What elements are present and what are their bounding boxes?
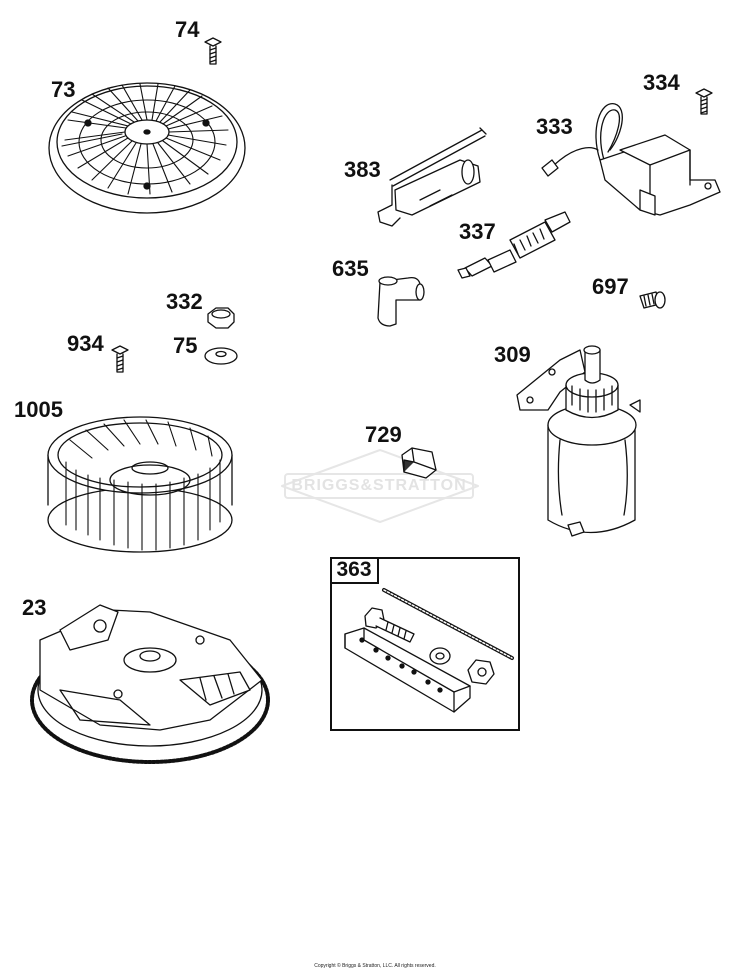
callout-337: 337: [459, 219, 496, 244]
kit-363-contents: [344, 588, 514, 713]
ground-wire-383: [377, 127, 487, 227]
callout-309: 309: [494, 342, 531, 367]
spark-plug-boot-635: [377, 276, 425, 327]
callout-23: 23: [22, 595, 47, 620]
washer-75: [204, 347, 238, 365]
callout-333: 333: [536, 114, 573, 139]
screw-697: [639, 291, 666, 309]
screw-334: [695, 88, 713, 115]
callout-334: 334: [643, 70, 680, 95]
starter-motor-309: [516, 345, 641, 537]
callout-74: 74: [175, 17, 200, 42]
callout-73: 73: [51, 77, 76, 102]
callout-697: 697: [592, 274, 629, 299]
ignition-armature-333: [541, 103, 721, 216]
kit-box-frame: [330, 557, 520, 731]
copyright-notice: Copyright © Briggs & Stratton, LLC. All …: [314, 963, 436, 969]
callout-729: 729: [365, 422, 402, 447]
callout-635: 635: [332, 256, 369, 281]
callout-383: 383: [344, 157, 381, 182]
callout-75: 75: [173, 333, 198, 358]
screw-934: [111, 345, 129, 373]
clip-729: [401, 447, 437, 479]
bolt-74: [204, 37, 222, 65]
spark-plug-337: [457, 211, 571, 279]
nut-332: [207, 307, 235, 329]
flywheel-23: [30, 604, 270, 764]
fan-1005: [47, 416, 233, 553]
brand-watermark: BRIGGS&STRATTON: [291, 477, 467, 494]
callout-332: 332: [166, 289, 203, 314]
callout-934: 934: [67, 331, 104, 356]
brand-logo-diamond: [281, 449, 479, 523]
callout-363: 363: [331, 558, 379, 584]
fan-screen-73: [48, 82, 246, 214]
callout-1005: 1005: [14, 397, 63, 422]
